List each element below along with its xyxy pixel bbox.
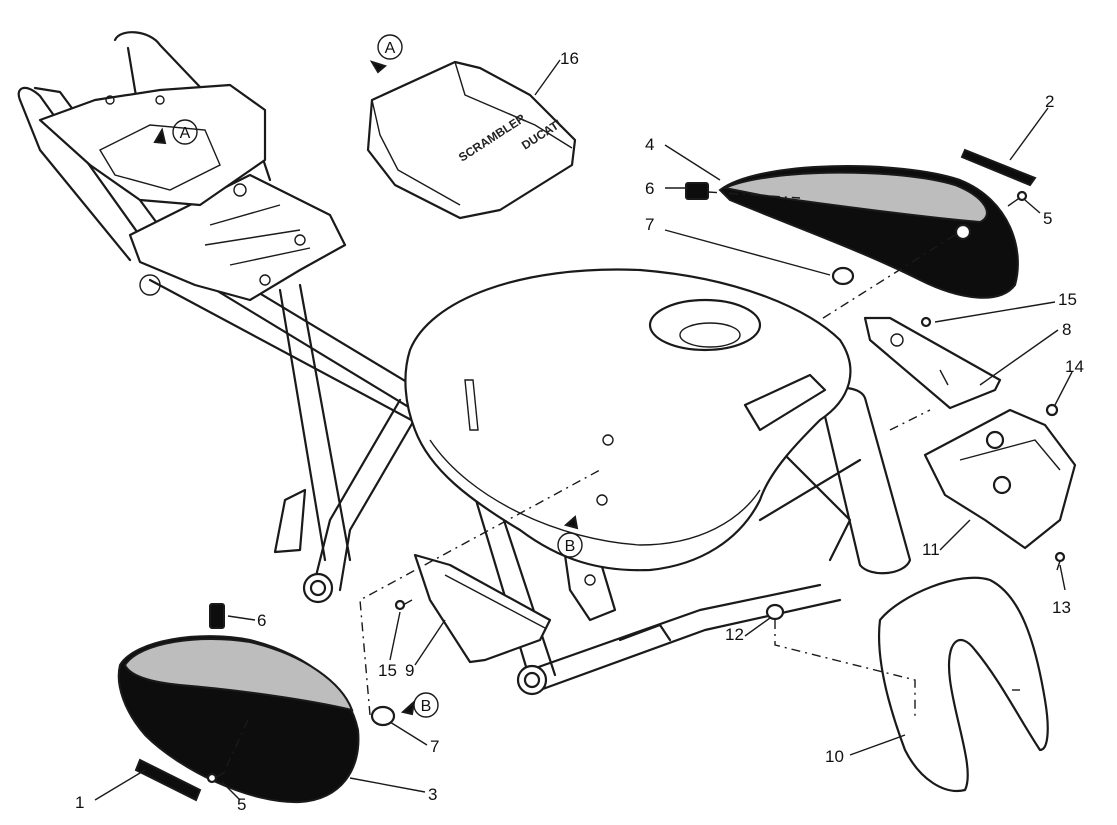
callout-13: 13	[1052, 598, 1071, 617]
belly-pan-part-10	[877, 576, 1049, 793]
badge-part-2	[960, 148, 1037, 187]
callout-1: 1	[75, 793, 84, 812]
callout-9: 9	[405, 661, 414, 680]
screw-part-14	[1045, 403, 1059, 417]
fuel-tank	[404, 268, 852, 572]
callout-5-upper: 5	[1043, 209, 1052, 228]
headlight-mount-part-11	[923, 408, 1077, 550]
callout-6-upper: 6	[645, 179, 654, 198]
callout-6-lower: 6	[257, 611, 266, 630]
grommet-part-6-upper	[685, 182, 709, 200]
rubber-part-7-lower	[370, 705, 396, 727]
reference-mark-a-frame: A	[153, 119, 198, 145]
bracket-part-8	[863, 316, 1002, 410]
callout-7-upper: 7	[645, 215, 654, 234]
frame	[17, 31, 912, 696]
screw-part-15-upper	[920, 316, 932, 328]
screw-part-15-lower	[394, 599, 413, 611]
callout-16: 16	[560, 49, 579, 68]
callout-14: 14	[1065, 357, 1084, 376]
seat-cover-part-16: SCRAMBLER DUCATI	[366, 60, 577, 220]
screw-part-5-upper	[1007, 190, 1028, 207]
svg-text:B: B	[421, 698, 432, 715]
callout-4: 4	[645, 135, 654, 154]
callout-12: 12	[725, 625, 744, 644]
badge-part-1	[134, 758, 202, 802]
callout-3: 3	[428, 785, 437, 804]
callout-15-upper: 15	[1058, 290, 1077, 309]
svg-text:A: A	[180, 125, 191, 142]
grommet-part-12	[765, 603, 785, 621]
reference-mark-b-tank: B	[557, 515, 583, 558]
callout-15-lower: 15	[378, 661, 397, 680]
callout-11: 11	[922, 540, 940, 559]
left-side-panel-part-3	[117, 635, 360, 804]
callout-2: 2	[1045, 92, 1054, 111]
lower-cover-part-9	[413, 553, 552, 664]
callout-7-lower: 7	[430, 737, 439, 756]
screw-part-5-lower	[206, 771, 226, 784]
leader-lines	[94, 59, 1073, 801]
right-side-panel-part-4	[718, 165, 1019, 299]
reference-mark-b-lower: B	[400, 692, 439, 718]
screw-part-13	[1054, 551, 1066, 571]
callout-5-lower: 5	[237, 795, 246, 814]
svg-text:B: B	[565, 538, 576, 555]
svg-text:A: A	[385, 40, 396, 57]
grommet-part-6-lower	[209, 603, 225, 629]
callout-numbers: 1 2 3 4 5 5 6 6 7 7 8 9 10 11 12 13 14 1…	[75, 49, 1084, 814]
callout-10: 10	[825, 747, 844, 766]
rubber-part-7-upper	[831, 266, 855, 286]
callout-8: 8	[1062, 320, 1071, 339]
reference-mark-a-top: A	[369, 34, 403, 74]
